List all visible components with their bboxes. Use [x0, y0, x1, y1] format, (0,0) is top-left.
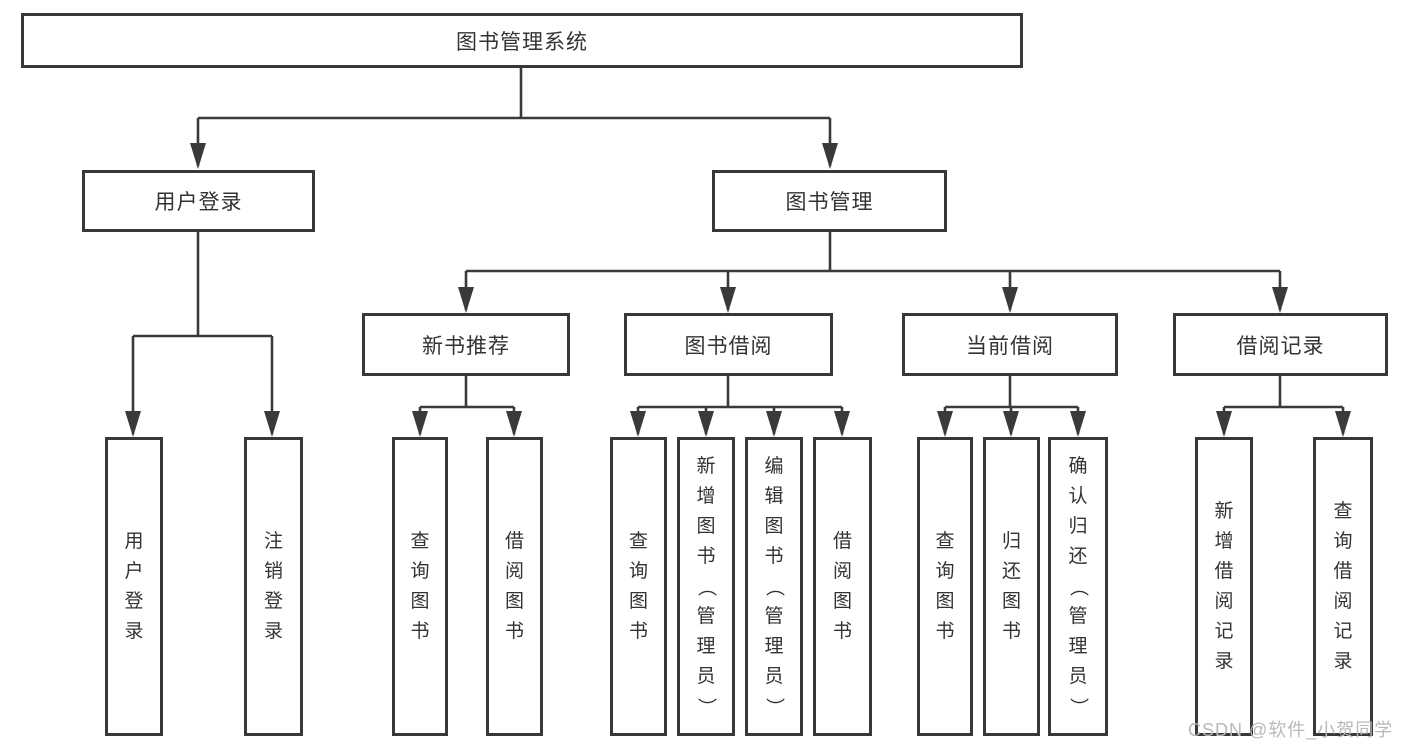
leaf-recommend-query-books: 查询图书 [392, 437, 448, 736]
leaf-borrow-borrow-books-label: 借阅图书 [832, 530, 852, 642]
leaf-borrow-query-books: 查询图书 [610, 437, 667, 736]
leaf-current-query-books: 查询图书 [917, 437, 973, 736]
node-new-book-recommend-label: 新书推荐 [422, 334, 510, 358]
node-book-management: 图书管理 [712, 170, 947, 232]
leaf-logout: 注销登录 [244, 437, 303, 736]
leaf-borrow-add-books-admin: 新增图书（管理员） [677, 437, 735, 736]
leaf-records-add-record-label: 新增借阅记录 [1214, 500, 1234, 672]
node-user-login-label: 用户登录 [154, 191, 243, 214]
leaf-recommend-borrow-books: 借阅图书 [486, 437, 543, 736]
node-new-book-recommend: 新书推荐 [362, 313, 570, 376]
node-current-borrow-label: 当前借阅 [966, 334, 1054, 358]
node-book-borrow-label: 图书借阅 [684, 334, 773, 358]
leaf-current-confirm-return-admin: 确认归还（管理员） [1048, 437, 1108, 736]
leaf-records-query-record: 查询借阅记录 [1313, 437, 1373, 736]
leaf-current-confirm-return-admin-label: 确认归还（管理员） [1067, 455, 1089, 717]
leaf-current-query-books-label: 查询图书 [935, 530, 955, 642]
leaf-records-query-record-label: 查询借阅记录 [1333, 500, 1353, 672]
leaf-recommend-query-books-label: 查询图书 [410, 530, 430, 642]
node-borrow-records-label: 借阅记录 [1236, 334, 1325, 358]
leaf-records-add-record: 新增借阅记录 [1195, 437, 1253, 736]
node-borrow-records: 借阅记录 [1173, 313, 1388, 376]
node-current-borrow: 当前借阅 [902, 313, 1118, 376]
leaf-current-return-books: 归还图书 [983, 437, 1040, 736]
leaf-logout-label: 注销登录 [263, 530, 283, 642]
leaf-borrow-add-books-admin-label: 新增图书（管理员） [695, 455, 717, 717]
leaf-borrow-query-books-label: 查询图书 [628, 530, 648, 642]
node-root: 图书管理系统 [21, 13, 1023, 68]
csdn-watermark: CSDN @软件_小贺同学 [1188, 720, 1394, 740]
node-user-login: 用户登录 [82, 170, 315, 232]
leaf-user-login-label: 用户登录 [124, 530, 144, 642]
leaf-borrow-borrow-books: 借阅图书 [813, 437, 872, 736]
node-book-management-label: 图书管理 [785, 191, 874, 214]
leaf-current-return-books-label: 归还图书 [1001, 530, 1021, 642]
leaf-borrow-edit-books-admin: 编辑图书（管理员） [745, 437, 803, 736]
node-book-borrow: 图书借阅 [624, 313, 833, 376]
leaf-user-login: 用户登录 [105, 437, 163, 736]
node-root-label: 图书管理系统 [456, 30, 588, 54]
leaf-recommend-borrow-books-label: 借阅图书 [504, 530, 524, 642]
leaf-borrow-edit-books-admin-label: 编辑图书（管理员） [763, 455, 785, 717]
